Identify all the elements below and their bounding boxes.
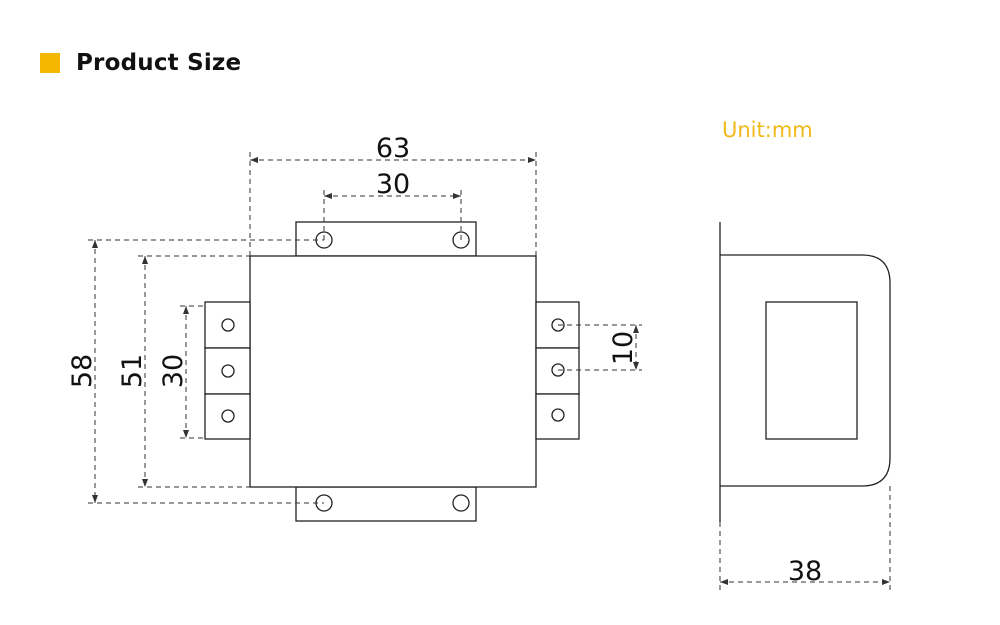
terminal-screw-icon (551, 363, 565, 377)
main-body (249, 255, 537, 488)
dimension-terminal-span: 30 (158, 354, 189, 388)
terminal-screw-icon (551, 408, 565, 422)
left-terminal-block (204, 301, 251, 440)
side-label-window (765, 301, 858, 440)
mounting-hole-icon (452, 231, 470, 249)
dimension-depth: 38 (788, 556, 822, 587)
mounting-hole-icon (452, 494, 470, 512)
dimension-body-height: 51 (117, 354, 148, 388)
terminal-screw-icon (221, 409, 235, 423)
top-mounting-flange (295, 221, 477, 257)
side-view (719, 222, 891, 522)
terminal-screw-icon (221, 364, 235, 378)
bottom-mounting-flange (295, 486, 477, 522)
terminal-screw-icon (221, 318, 235, 332)
dimension-mounting-height: 58 (67, 354, 98, 388)
terminal-screw-icon (551, 318, 565, 332)
dimension-arrowheads (92, 157, 890, 585)
dimension-top-hole-spacing: 30 (376, 169, 410, 200)
section-header: Product Size (40, 48, 241, 78)
dimension-overall-width: 63 (376, 133, 410, 164)
section-title: Product Size (76, 50, 242, 76)
section-marker-icon (40, 53, 60, 73)
right-terminal-block (535, 301, 580, 440)
unit-label: Unit:mm (722, 118, 813, 142)
side-body-outline (720, 254, 891, 487)
dimension-terminal-pitch: 10 (608, 331, 639, 365)
front-view (204, 221, 580, 522)
side-dimension-lines (719, 486, 891, 590)
